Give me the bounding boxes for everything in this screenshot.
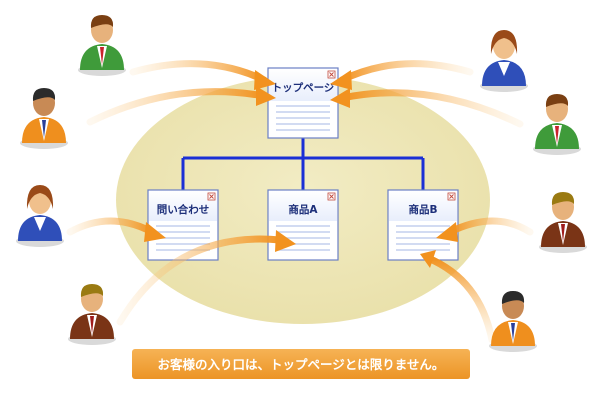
- arrow-to-product-b: [436, 217, 534, 242]
- entry-arrows: [66, 60, 534, 344]
- arrow-to-product-b-2: [420, 250, 496, 344]
- window-close-icon: [327, 70, 336, 79]
- caption-text: お客様の入り口は、トップページとは限りません。: [158, 357, 445, 372]
- page-window-contact: 問い合わせ: [147, 189, 219, 261]
- person-icon: [533, 94, 581, 155]
- caption-banner: お客様の入り口は、トップページとは限りません。: [132, 349, 470, 379]
- arrow-to-product-a: [116, 230, 296, 326]
- window-close-icon: [207, 192, 216, 201]
- arrow-to-top-page-1: [129, 60, 276, 90]
- page-window-top-title: トップページ: [272, 81, 335, 94]
- arrow-to-top-page-4: [330, 88, 524, 128]
- arrow-to-top-page-2: [86, 86, 276, 126]
- site-tree-connectors: [181, 138, 425, 190]
- window-close-icon: [327, 192, 336, 201]
- person-icon: [20, 88, 68, 149]
- window-close-icon: [447, 192, 456, 201]
- page-window-product-a-title: 商品A: [288, 203, 318, 216]
- arrow-to-top-page-3: [330, 60, 474, 90]
- person-icon: [78, 15, 126, 76]
- page-window-contact-title: 問い合わせ: [157, 203, 210, 216]
- page-window-product-b: 商品B: [387, 189, 459, 261]
- person-icon: [489, 291, 537, 352]
- person-icon: [68, 284, 116, 345]
- person-icon: [480, 30, 528, 92]
- page-window-top: トップページ: [267, 67, 339, 139]
- person-icon: [16, 185, 64, 247]
- page-window-product-b-title: 商品B: [408, 203, 437, 216]
- arrow-to-contact: [66, 217, 166, 242]
- person-icon: [539, 192, 587, 253]
